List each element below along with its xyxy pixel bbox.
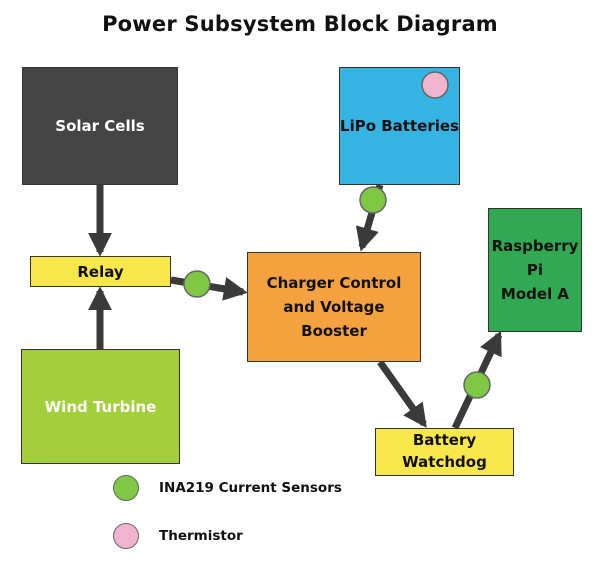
raspberry-pi-block: Raspberry Pi Model A — [488, 208, 582, 332]
current-sensor-lipo-charger — [359, 186, 387, 214]
wind-turbine-block: Wind Turbine — [21, 349, 180, 464]
diagram-title: Power Subsystem Block Diagram — [102, 12, 498, 36]
legend-current-sensor: INA219 Current Sensors — [113, 475, 342, 501]
current-sensor-watchdog-rpi — [463, 371, 491, 399]
current-sensor-relay-charger — [183, 270, 211, 298]
current-sensor-legend-swatch — [113, 475, 139, 501]
legend-thermistor-label: Thermistor — [159, 528, 243, 544]
thermistor-legend-swatch — [113, 523, 139, 549]
legend-thermistor: Thermistor — [113, 523, 243, 549]
charger-control-block: Charger Control and Voltage Booster — [247, 252, 421, 362]
solar-cells-block: Solar Cells — [22, 67, 178, 185]
thermistor-lipo — [421, 71, 449, 99]
arrow-charger-to-watchdog — [377, 359, 427, 428]
battery-watchdog-block: Battery Watchdog — [375, 428, 514, 476]
relay-block: Relay — [30, 256, 171, 287]
legend-current-sensor-label: INA219 Current Sensors — [159, 480, 342, 496]
